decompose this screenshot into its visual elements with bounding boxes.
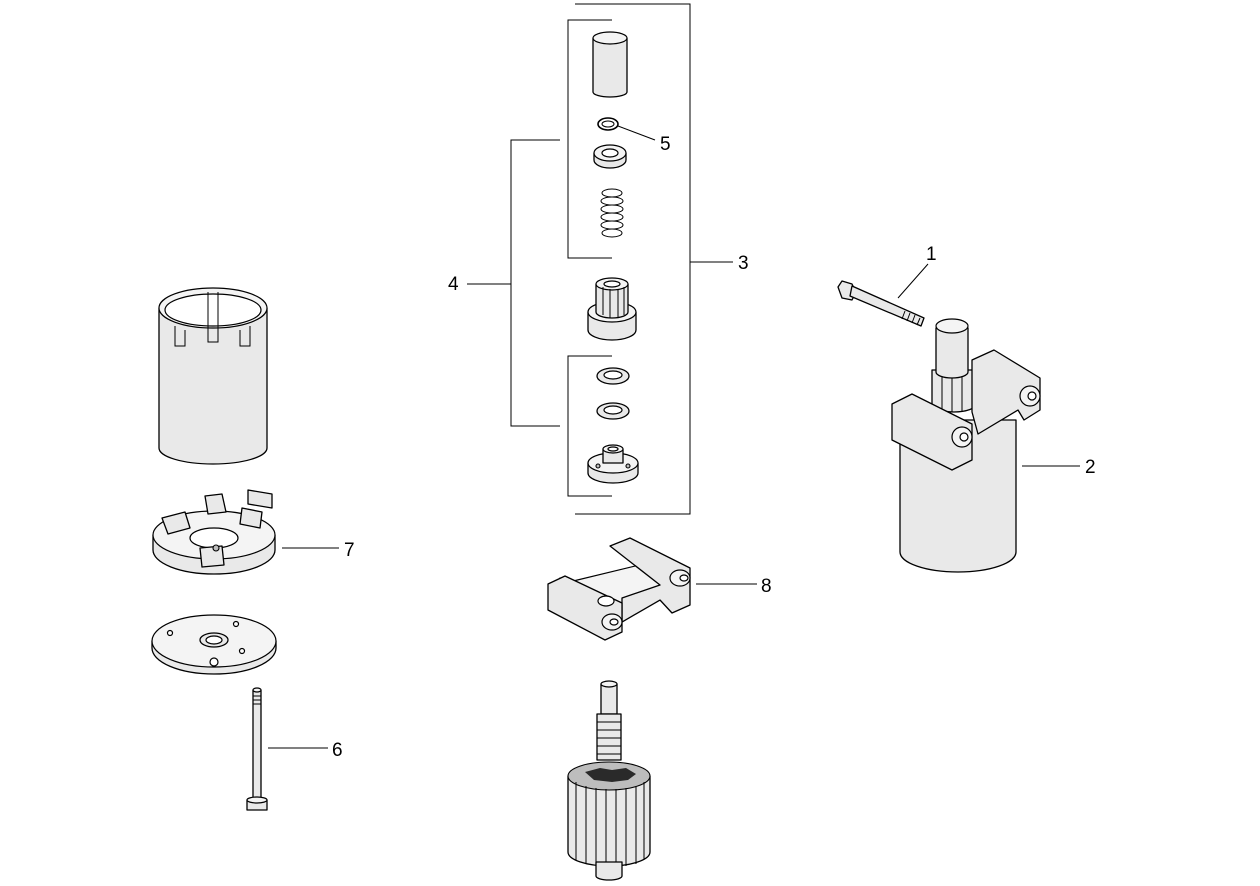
leader-1 [897, 263, 929, 299]
callout-6: 6 [332, 740, 343, 761]
starter-motor-assembly [891, 318, 1041, 573]
callout-1: 1 [926, 244, 937, 265]
bracket-lower-kit [567, 355, 612, 497]
mounting-bolt [837, 280, 925, 327]
return-spring [600, 188, 624, 238]
retaining-ring [597, 117, 619, 131]
bracket-assembly-3 [575, 3, 733, 515]
callout-4: 4 [448, 274, 459, 295]
callout-8: 8 [761, 576, 772, 597]
pinion-gear [587, 277, 637, 341]
callout-3: 3 [738, 253, 749, 274]
stop-collar [592, 31, 628, 98]
callout-2: 2 [1085, 457, 1096, 478]
thrust-washer [593, 144, 627, 169]
brush-holder-plate [152, 489, 276, 575]
washer-lower-1 [596, 367, 630, 385]
motor-housing [158, 287, 268, 465]
drive-end-cap [547, 537, 691, 641]
armature [567, 680, 651, 881]
callout-5: 5 [660, 134, 671, 155]
callout-7: 7 [344, 540, 355, 561]
end-plate [151, 614, 277, 675]
through-bolt [246, 687, 268, 811]
bracket-upper-kit [567, 19, 612, 259]
flange-nut [587, 444, 639, 484]
bracket-assembly-4 [467, 139, 560, 427]
leader-5 [617, 125, 656, 141]
washer-lower-2 [596, 402, 630, 420]
